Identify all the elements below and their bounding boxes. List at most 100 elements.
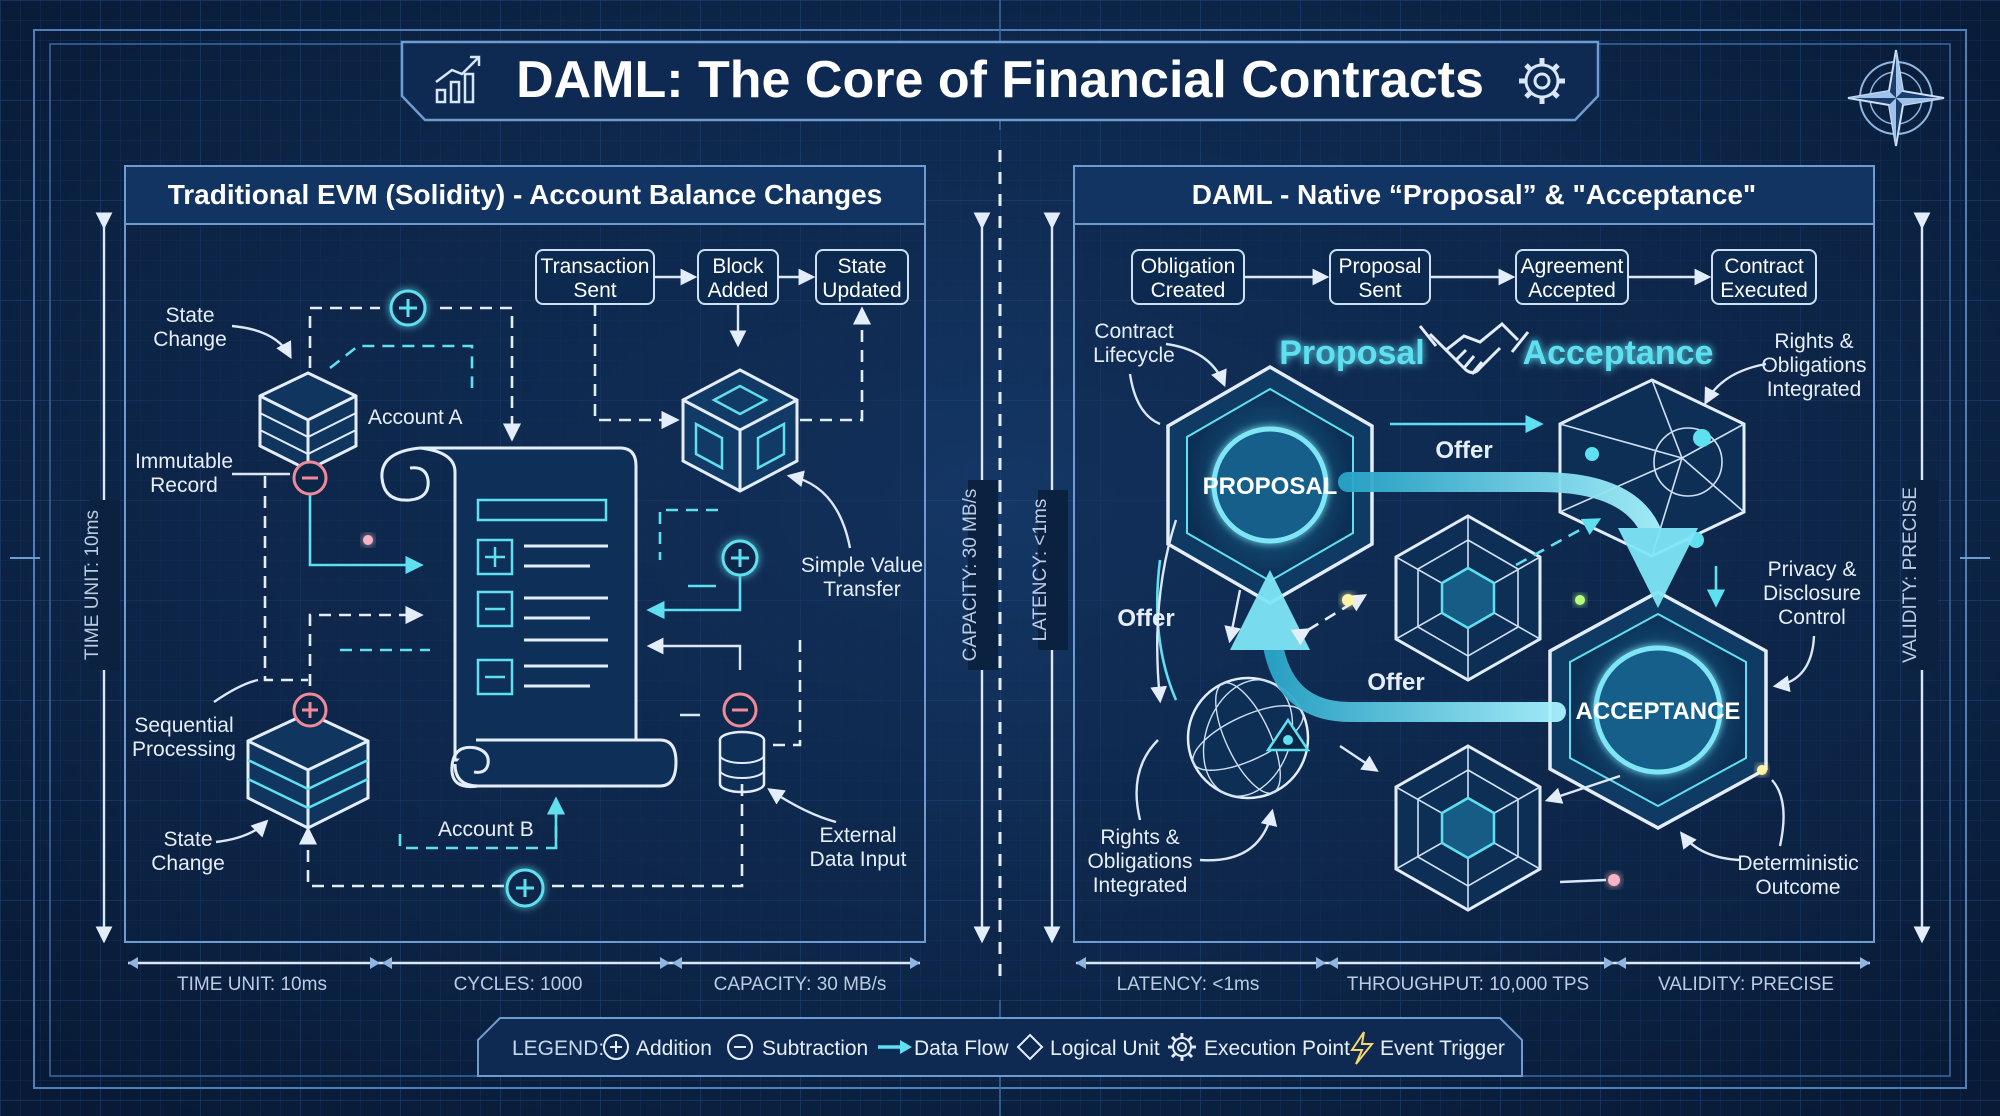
- label-rights-obligations-bottom: Rights & Obligations Integrated: [1087, 739, 1278, 897]
- svg-text:Deterministic: Deterministic: [1737, 852, 1858, 875]
- svg-text:Added: Added: [708, 279, 769, 302]
- svg-text:Updated: Updated: [822, 279, 901, 302]
- svg-text:Sent: Sent: [1358, 279, 1401, 302]
- minus-circle-icon: [722, 692, 758, 728]
- ledger-scroll-icon: [380, 446, 678, 789]
- proposal-to-acceptance-arrow: [1338, 472, 1698, 608]
- plus-circle-icon: [389, 289, 427, 327]
- flow-box-obligation-created: Obligation Created: [1131, 249, 1245, 305]
- svg-text:LATENCY: <1ms: LATENCY: <1ms: [1117, 974, 1260, 995]
- proposal-node-label: PROPOSAL: [1203, 473, 1338, 500]
- legend-title: LEGEND:: [512, 1037, 604, 1060]
- acceptance-to-proposal-arrow: [1230, 570, 1566, 722]
- label-sequential-processing: Sequential Processing: [132, 678, 259, 761]
- flow-box-contract-executed: Contract Executed: [1711, 249, 1817, 305]
- legend-item-logical-unit: Logical Unit: [1050, 1037, 1160, 1060]
- left-panel: Traditional EVM (Solidity) - Account Bal…: [82, 165, 998, 995]
- gear-icon: [1168, 1033, 1196, 1061]
- database-icon: [718, 730, 766, 794]
- label-external-data-input: External Data Input: [767, 788, 907, 871]
- svg-text:State: State: [163, 828, 212, 851]
- label-state-change-bottom: State Change: [151, 819, 269, 875]
- left-panel-header: [124, 165, 926, 225]
- wireframe-hex-bottom: [1394, 744, 1542, 912]
- handshake-icon: [1418, 321, 1530, 375]
- offer-label-center: Offer: [1367, 669, 1424, 696]
- legend: LEGEND: Addition Subtraction Data Flow L…: [477, 1017, 1523, 1077]
- acceptance-node: ACCEPTANCE: [1548, 590, 1768, 830]
- label-simple-value-transfer: Simple Value Transfer: [786, 470, 923, 601]
- right-panel-left-dimension-line: LATENCY: <1ms: [1030, 212, 1068, 944]
- flow-box-transaction-sent: Transaction Sent: [535, 249, 655, 305]
- wireframe-sphere: [1186, 676, 1311, 800]
- label-deterministic-outcome: Deterministic Outcome: [1679, 779, 1859, 899]
- svg-text:LATENCY: <1ms: LATENCY: <1ms: [1030, 499, 1051, 642]
- svg-text:State: State: [837, 255, 886, 278]
- page-title: DAML: The Core of Financial Contracts: [516, 51, 1484, 109]
- svg-text:External: External: [819, 824, 896, 847]
- svg-text:Change: Change: [151, 852, 225, 875]
- svg-text:Record: Record: [150, 474, 218, 497]
- label-account-a: Account A: [368, 406, 463, 429]
- svg-text:Contract: Contract: [1724, 255, 1804, 278]
- svg-text:Contract: Contract: [1094, 320, 1174, 343]
- svg-text:Disclosure: Disclosure: [1763, 582, 1861, 605]
- flow-box-block-added: Block Added: [697, 249, 779, 305]
- svg-text:VALIDITY: PRECISE: VALIDITY: PRECISE: [1658, 974, 1834, 995]
- svg-text:Transfer: Transfer: [823, 578, 900, 601]
- svg-text:Transaction: Transaction: [541, 255, 650, 278]
- wireframe-hex-center: [1394, 514, 1542, 682]
- right-panel-title: DAML - Native “Proposal” & "Acceptance": [1192, 179, 1756, 210]
- svg-text:Created: Created: [1151, 279, 1226, 302]
- svg-text:Outcome: Outcome: [1755, 876, 1840, 899]
- label-privacy-disclosure-control: Privacy & Disclosure Control: [1763, 558, 1861, 693]
- legend-item-data-flow: Data Flow: [914, 1037, 1009, 1060]
- diamond-icon: [1016, 1033, 1044, 1061]
- svg-text:Sent: Sent: [573, 279, 616, 302]
- legend-item-execution-point: Execution Point: [1204, 1037, 1350, 1060]
- legend-item-subtraction: Subtraction: [762, 1037, 868, 1060]
- svg-text:CYCLES: 1000: CYCLES: 1000: [454, 974, 583, 995]
- plus-circle-icon: [505, 868, 545, 908]
- left-dimension-line: TIME UNIT: 10ms: [82, 212, 120, 944]
- title-banner: DAML: The Core of Financial Contracts: [400, 40, 1600, 122]
- svg-text:Change: Change: [153, 328, 227, 351]
- svg-text:Simple Value: Simple Value: [801, 554, 923, 577]
- svg-text:TIME UNIT: 10ms: TIME UNIT: 10ms: [82, 510, 103, 660]
- svg-text:State: State: [165, 304, 214, 327]
- svg-text:THROUGHPUT: 10,000 TPS: THROUGHPUT: 10,000 TPS: [1347, 974, 1590, 995]
- svg-text:Proposal: Proposal: [1339, 255, 1422, 278]
- lightning-icon: [1350, 1031, 1375, 1065]
- plus-circle-icon: [603, 1034, 629, 1060]
- left-panel-title: Traditional EVM (Solidity) - Account Bal…: [168, 179, 883, 210]
- svg-text:Agreement: Agreement: [1521, 255, 1624, 278]
- svg-text:Executed: Executed: [1720, 279, 1808, 302]
- svg-text:Obligations: Obligations: [1087, 850, 1192, 873]
- right-panel-header: [1073, 165, 1875, 225]
- svg-text:Obligations: Obligations: [1761, 354, 1866, 377]
- acceptance-node-label: ACCEPTANCE: [1576, 698, 1741, 725]
- svg-text:Privacy &: Privacy &: [1768, 558, 1857, 581]
- right-bottom-dimensions: LATENCY: <1ms THROUGHPUT: 10,000 TPS VAL…: [1076, 957, 1870, 995]
- plus-circle-icon: [721, 539, 759, 577]
- compass-icon: [1847, 49, 1945, 147]
- label-state-change-top: State Change: [153, 304, 292, 359]
- svg-text:CAPACITY: 30 MB/s: CAPACITY: 30 MB/s: [960, 489, 981, 662]
- svg-text:VALIDITY: PRECISE: VALIDITY: PRECISE: [1900, 487, 1921, 663]
- headline-proposal: Proposal: [1279, 334, 1424, 372]
- flow-box-proposal-sent: Proposal Sent: [1329, 249, 1431, 305]
- svg-text:TIME UNIT: 10ms: TIME UNIT: 10ms: [177, 974, 327, 995]
- plus-circle-icon: [292, 692, 328, 728]
- svg-text:Control: Control: [1778, 606, 1846, 629]
- right-panel: DAML - Native “Proposal” & "Acceptance" …: [1030, 165, 1938, 995]
- svg-text:Accepted: Accepted: [1528, 279, 1616, 302]
- svg-text:Rights &: Rights &: [1774, 330, 1853, 353]
- svg-text:Integrated: Integrated: [1767, 378, 1862, 401]
- svg-text:Immutable: Immutable: [135, 450, 233, 473]
- left-bottom-dimensions: TIME UNIT: 10ms CYCLES: 1000 CAPACITY: 3…: [128, 957, 920, 995]
- minus-circle-icon: [727, 1034, 753, 1060]
- svg-text:Obligation: Obligation: [1141, 255, 1236, 278]
- svg-text:Processing: Processing: [132, 738, 236, 761]
- left-panel-right-dimension-line: CAPACITY: 30 MB/s: [960, 212, 998, 944]
